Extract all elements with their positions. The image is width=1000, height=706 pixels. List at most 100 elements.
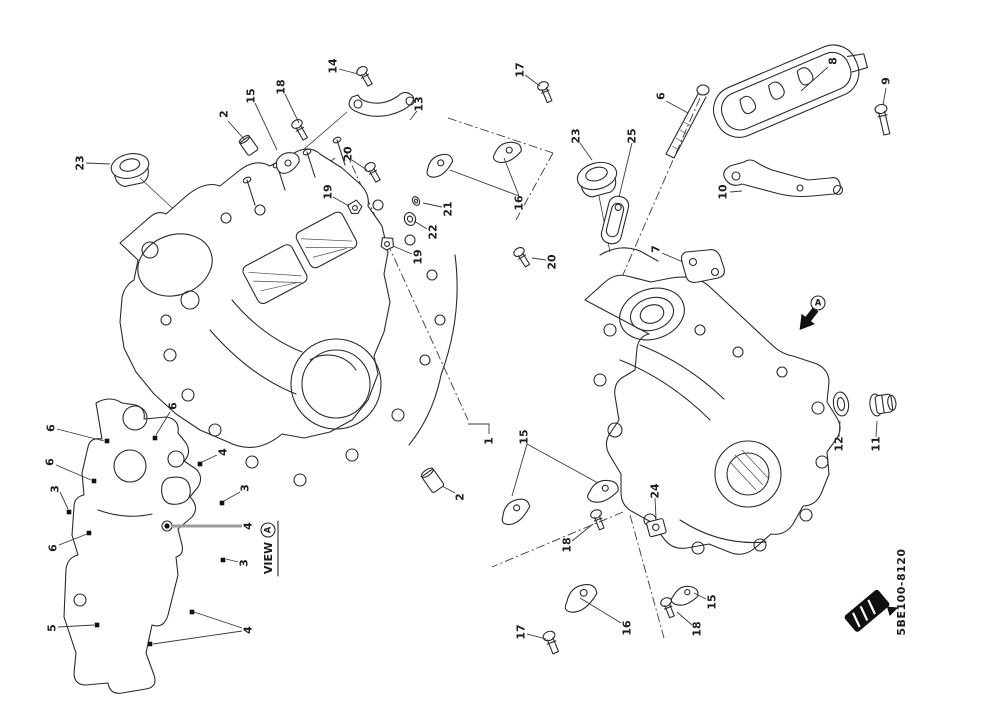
clamp-19b-art	[380, 237, 395, 251]
callout-label: 13	[413, 96, 426, 111]
callout-leader-line	[338, 68, 359, 75]
callout-leader-line	[571, 523, 594, 542]
callout-leader-line	[227, 120, 245, 140]
washer-12-art	[832, 391, 850, 417]
bolt-4-gasket-art	[161, 520, 173, 532]
callout-label: 8	[827, 57, 840, 65]
bracket-16a-art	[426, 153, 454, 178]
damper-23-right-art	[576, 161, 618, 198]
callout-label: 4	[242, 522, 255, 530]
callout-label: 1	[483, 437, 496, 445]
ring-21-art	[411, 196, 421, 206]
plate-15-top-art	[275, 152, 300, 174]
callout-label: 15	[706, 594, 719, 609]
bolt-18b-art	[660, 597, 675, 619]
callout-leader-line	[511, 443, 528, 497]
callout-leader-line	[152, 630, 243, 645]
clamp-19a-art	[347, 199, 363, 215]
callout-leader-line	[332, 196, 350, 207]
callout-label: 6	[167, 402, 180, 410]
callout-leader-line	[661, 252, 684, 263]
gasket-bolt-dot	[152, 435, 158, 441]
gasket-bolt-dot	[189, 609, 195, 615]
cover-8-art	[713, 44, 868, 138]
callout-label: 20	[546, 254, 559, 270]
bolt-20-mid-art	[513, 246, 531, 268]
callout-leader-line	[57, 624, 95, 628]
callout-label: 17	[514, 62, 527, 77]
nut-24-art	[646, 518, 667, 538]
callout-leader-line	[468, 423, 490, 434]
callout-label: 4	[217, 448, 230, 456]
callout-label: 6	[44, 458, 57, 466]
left-crankcase-half-art	[119, 136, 458, 487]
callout-label: 25	[626, 128, 639, 143]
callout-label: 11	[870, 436, 883, 451]
damper-23-left-art	[110, 153, 150, 188]
manufacturer-stamp-logo	[844, 589, 899, 632]
callout-leader-line	[579, 597, 622, 624]
bolt-17-top-art	[537, 81, 553, 104]
callout-leader-line	[58, 533, 88, 546]
callout-label: 21	[442, 201, 455, 216]
callout-leader-line	[254, 102, 278, 151]
callout-leader-line	[351, 159, 368, 171]
callout-label: 24	[649, 483, 662, 499]
plate-15a-art	[501, 498, 531, 526]
callout-label: 7	[650, 245, 663, 253]
view-direction-indicator: A	[799, 295, 826, 330]
callout-label: 4	[242, 626, 255, 634]
callout-label: 6	[655, 92, 668, 100]
callout-leader-line	[618, 142, 633, 198]
callout-label: 3	[49, 485, 62, 493]
callout-label: 18	[561, 537, 574, 552]
callout-label: 6	[45, 424, 58, 432]
callout-leader-line	[55, 464, 92, 481]
callout-label: 2	[454, 493, 467, 501]
callout-leader-line	[284, 93, 300, 124]
gasket-view-a-art	[63, 398, 202, 694]
callout-leader-line	[654, 497, 657, 519]
callout-leader-line	[449, 169, 520, 197]
callout-label: 16	[513, 195, 526, 211]
callout-leader-line	[693, 592, 707, 600]
callout-leader-line	[155, 411, 171, 436]
bolt-9-art	[874, 103, 891, 136]
callout-label: 15	[245, 88, 258, 103]
callout-leader-line	[193, 611, 243, 629]
view-a-circled-letter: A	[264, 526, 274, 533]
callout-label: 5	[46, 624, 59, 632]
callout-label: 9	[880, 77, 893, 85]
callout-leader-line	[201, 454, 218, 463]
dowel-2-mid-art	[420, 467, 445, 493]
callout-label: 14	[327, 58, 340, 74]
bolt-18a-art	[590, 509, 605, 531]
plate-15b-art	[670, 585, 699, 606]
callout-leader-line	[676, 611, 693, 626]
gasket-bolt-dot	[104, 438, 110, 444]
plug-11-art	[869, 393, 897, 417]
dowel-2-top-art	[238, 134, 259, 156]
gasket-bolt-dot	[220, 557, 226, 563]
callout-leader-line	[503, 157, 520, 197]
callout-leader-line	[800, 66, 829, 92]
callout-leader-line	[56, 428, 105, 442]
gasket-bolt-dot	[147, 641, 153, 647]
gasket-bolt-dot	[66, 509, 72, 515]
view-a-text: VIEW	[262, 542, 275, 574]
callout-leader-line	[729, 190, 743, 193]
callout-leader-line	[422, 202, 443, 208]
callout-leader-line	[875, 420, 878, 438]
callout-leader-line	[882, 87, 887, 106]
gasket-bolt-dot	[197, 461, 203, 467]
bolt-20-top-art	[364, 162, 381, 183]
callout-label: 15	[518, 429, 531, 444]
right-crankcase-half-art	[584, 247, 841, 555]
bracket-10-art	[723, 159, 844, 198]
callout-label: 12	[833, 436, 846, 451]
bracket-13-art	[348, 91, 415, 117]
callout-label: 6	[47, 544, 60, 552]
callout-leader-line	[85, 162, 111, 165]
gasket-bolt-dot	[219, 500, 225, 506]
